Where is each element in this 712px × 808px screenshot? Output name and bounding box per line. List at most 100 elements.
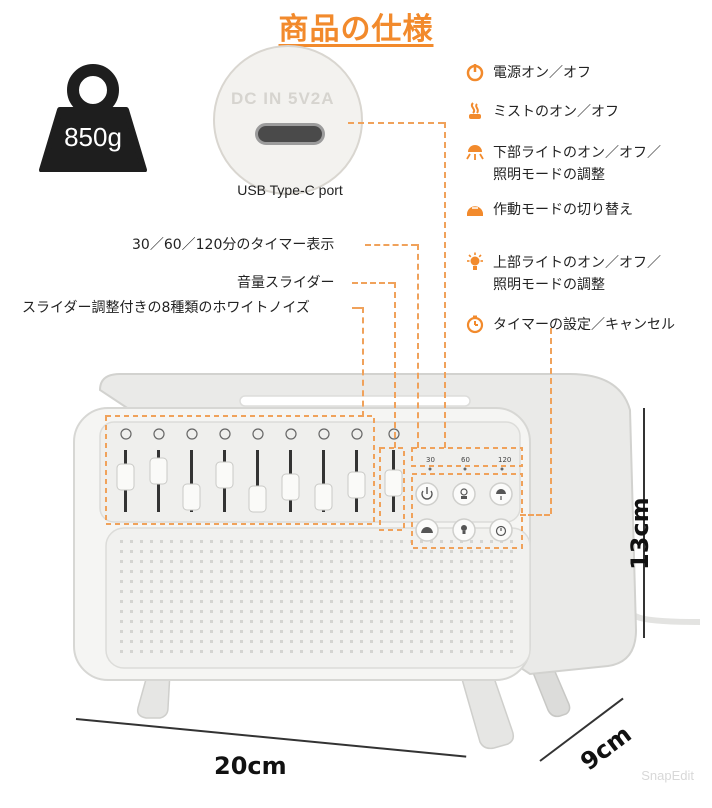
noise-slider-knob[interactable] — [248, 485, 267, 513]
grille-hole — [340, 640, 343, 643]
grille-hole — [170, 540, 173, 543]
grille-hole — [320, 560, 323, 563]
grille-hole — [510, 640, 513, 643]
grille-hole — [470, 620, 473, 623]
grille-hole — [220, 610, 223, 613]
noise-slider-knob[interactable] — [347, 471, 366, 499]
noise-slider-knob[interactable] — [314, 483, 333, 511]
grille-hole — [130, 620, 133, 623]
sound-icon-row — [120, 428, 400, 440]
feature-upper-light-text: 上部ライトのオン／オフ／ 照明モードの調整 — [493, 255, 661, 293]
grille-hole — [430, 560, 433, 563]
grille-hole — [430, 620, 433, 623]
grille-hole — [190, 630, 193, 633]
grille-hole — [500, 630, 503, 633]
grille-hole — [360, 600, 363, 603]
volume-slider-knob[interactable] — [384, 469, 403, 497]
noise-slider-knob[interactable] — [182, 483, 201, 511]
mode-button[interactable] — [415, 518, 439, 542]
grille-hole — [410, 580, 413, 583]
grille-hole — [500, 620, 503, 623]
grille-hole — [290, 610, 293, 613]
grille-hole — [310, 620, 313, 623]
noise-slider-knob[interactable] — [116, 463, 135, 491]
grille-hole — [360, 560, 363, 563]
grille-hole — [290, 580, 293, 583]
grille-hole — [250, 540, 253, 543]
grille-hole — [270, 630, 273, 633]
grille-hole — [410, 650, 413, 653]
grille-hole — [310, 640, 313, 643]
grille-hole — [130, 540, 133, 543]
grille-hole — [510, 540, 513, 543]
grille-hole — [220, 570, 223, 573]
grille-hole — [240, 650, 243, 653]
grille-hole — [390, 600, 393, 603]
timer-button[interactable] — [489, 518, 513, 542]
grille-hole — [500, 570, 503, 573]
grille-hole — [180, 540, 183, 543]
grille-hole — [370, 640, 373, 643]
feature-lower-light-text: 下部ライトのオン／オフ／ 照明モードの調整 — [493, 145, 661, 183]
grille-hole — [260, 600, 263, 603]
top-mist-slot — [239, 395, 471, 407]
grille-hole — [510, 570, 513, 573]
grille-hole — [280, 550, 283, 553]
grille-hole — [410, 560, 413, 563]
noise-slider-track — [322, 450, 325, 512]
grille-hole — [130, 610, 133, 613]
grille-hole — [230, 580, 233, 583]
noise-slider-knob[interactable] — [149, 457, 168, 485]
grille-hole — [340, 580, 343, 583]
grille-hole — [480, 560, 483, 563]
noise-leader-h — [352, 307, 362, 309]
power-button[interactable] — [415, 482, 439, 506]
volume-highlight — [379, 447, 405, 531]
grille-hole — [260, 650, 263, 653]
feature-power: 電源オン／オフ — [465, 62, 591, 84]
grille-hole — [350, 560, 353, 563]
grille-hole — [330, 550, 333, 553]
grille-hole — [120, 550, 123, 553]
grille-hole — [320, 570, 323, 573]
grille-hole — [350, 620, 353, 623]
port-leader-v — [444, 122, 446, 448]
grille-hole — [480, 570, 483, 573]
lower-light-button[interactable] — [489, 482, 513, 506]
grille-hole — [160, 640, 163, 643]
grille-hole — [430, 640, 433, 643]
grille-hole — [490, 560, 493, 563]
grille-hole — [260, 550, 263, 553]
grille-hole — [420, 560, 423, 563]
grille-hole — [470, 560, 473, 563]
upper-light-button[interactable] — [452, 518, 476, 542]
grille-hole — [230, 650, 233, 653]
mist-button[interactable] — [452, 482, 476, 506]
grille-hole — [410, 630, 413, 633]
grille-hole — [140, 650, 143, 653]
grille-hole — [190, 570, 193, 573]
grille-hole — [150, 550, 153, 553]
grille-hole — [510, 650, 513, 653]
grille-hole — [480, 590, 483, 593]
grille-hole — [290, 540, 293, 543]
noise-slider-knob[interactable] — [215, 461, 234, 489]
grille-hole — [450, 570, 453, 573]
grille-hole — [390, 550, 393, 553]
grille-hole — [400, 610, 403, 613]
grille-hole — [360, 650, 363, 653]
grille-dots — [120, 540, 513, 653]
grille-hole — [350, 540, 353, 543]
grille-hole — [440, 650, 443, 653]
grille-hole — [330, 620, 333, 623]
grille-hole — [260, 610, 263, 613]
grille-hole — [290, 550, 293, 553]
grille-hole — [220, 640, 223, 643]
grille-hole — [460, 630, 463, 633]
grille-hole — [200, 600, 203, 603]
grille-hole — [140, 580, 143, 583]
noise-slider-knob[interactable] — [281, 473, 300, 501]
white-noise-sliders[interactable] — [116, 450, 403, 513]
grille-hole — [240, 610, 243, 613]
grille-hole — [440, 630, 443, 633]
